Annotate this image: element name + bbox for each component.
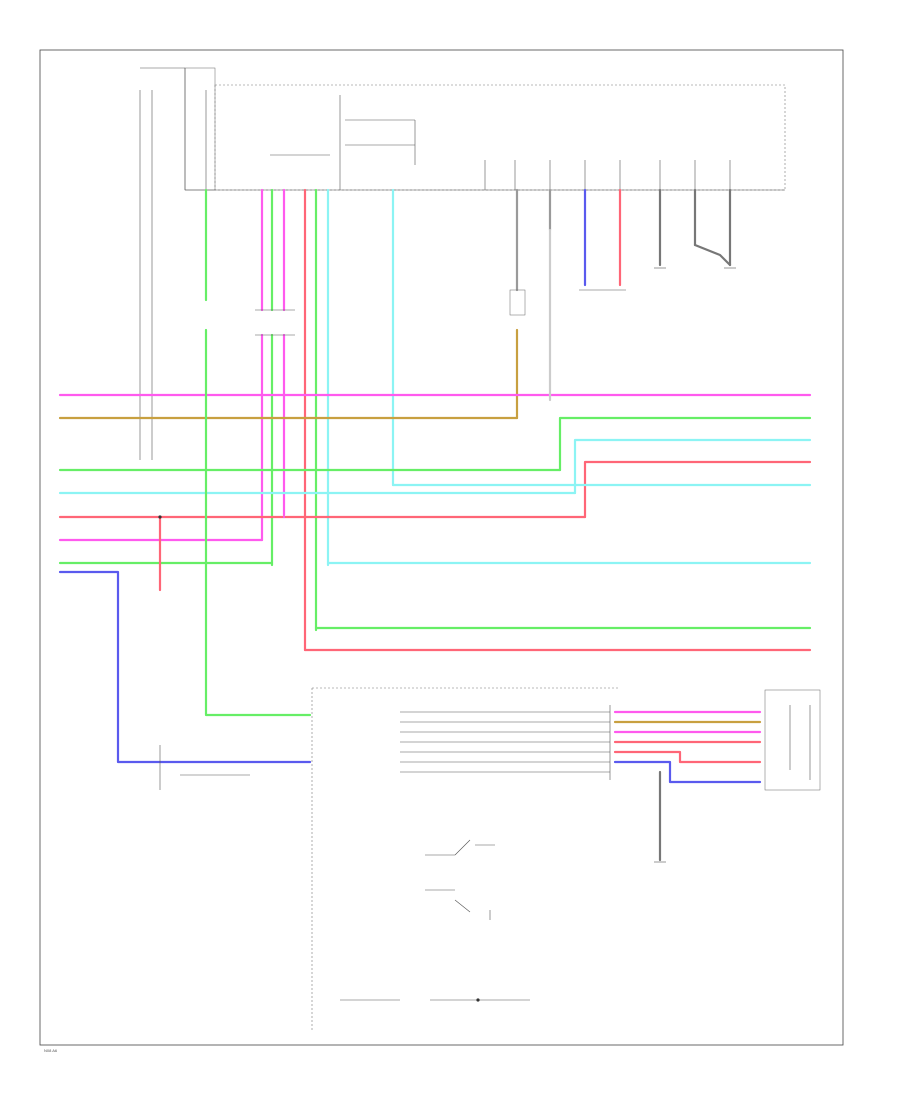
junction-box [185, 84, 786, 191]
lower-right-wires [613, 689, 821, 863]
switch-symbols [340, 839, 530, 1002]
middle-connector [255, 309, 295, 567]
lower-left-sensor [159, 745, 250, 790]
relay-block [509, 289, 526, 420]
blue-wire [58, 570, 312, 764]
bus-wires [58, 393, 812, 652]
left-component-drop [158, 515, 162, 592]
ground-icon-group [579, 267, 736, 291]
green-drop-wire [204, 328, 312, 717]
lower-module [311, 687, 620, 1030]
upper-drops [204, 188, 732, 652]
footer-code: N08 A6 [44, 1048, 58, 1053]
diagram-frame [39, 49, 844, 1046]
top-left-block [139, 67, 216, 460]
